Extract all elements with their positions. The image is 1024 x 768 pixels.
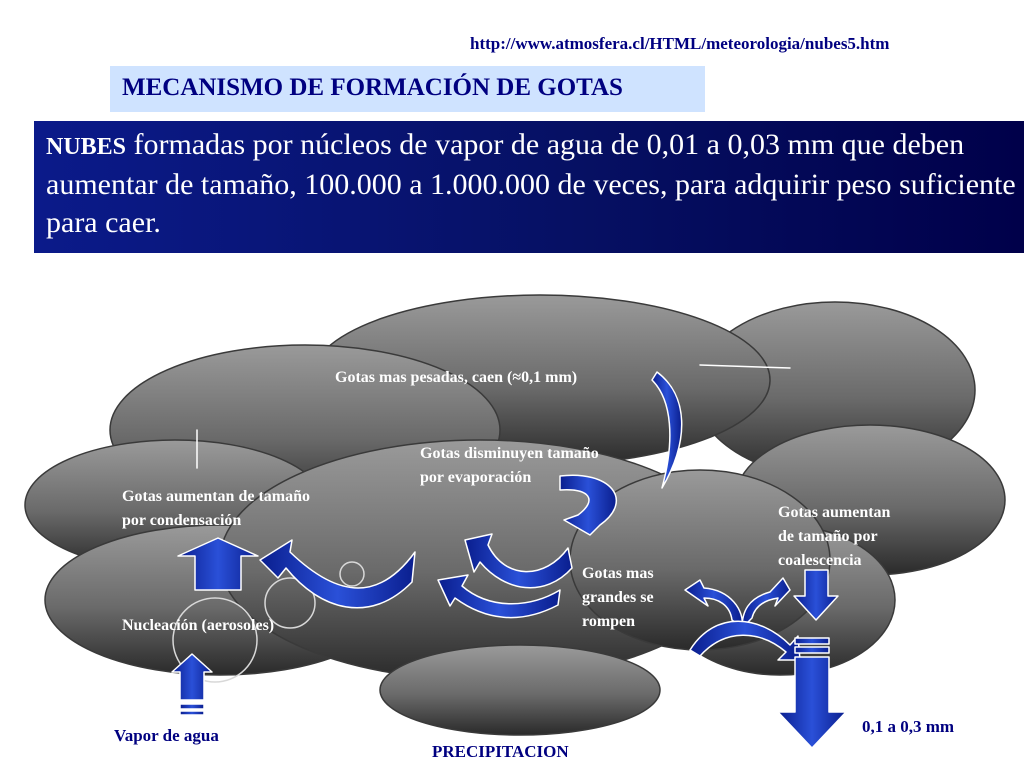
cloud-top-bent-arrow (699, 364, 791, 369)
intro-box (34, 121, 1024, 253)
title-box (110, 66, 705, 112)
evaporation-curved-arrow (559, 474, 618, 536)
precipitation-arrow-stripe (794, 646, 830, 654)
coalescence-arrow-right (741, 577, 791, 629)
break-up-label-line-1: Gotas mas (582, 565, 654, 582)
precipitation-arrow-stripe (794, 637, 830, 645)
precipitation-label: PRECIPITACION (432, 742, 569, 761)
source-url[interactable]: http://www.atmosfera.cl/HTML/meteorologi… (470, 34, 890, 53)
drop-swing-arrow (464, 533, 573, 589)
break-up-label-line-2: grandes se (582, 589, 654, 606)
break-up-label-line-3: rompen (582, 613, 636, 630)
intro-text: NUBES formadas por núcleos de vapor de a… (46, 126, 1016, 242)
intro-lead: NUBES (46, 134, 127, 160)
coalescence-label-line-1: Gotas aumentan (778, 504, 891, 521)
break-up-arrow-bottom (437, 574, 561, 619)
size-range-label: 0,1 a 0,3 mm (862, 717, 955, 736)
nucleation-label: Nucleación (aerosoles) (122, 617, 275, 634)
heavy-drops-curved-arrow (651, 371, 683, 489)
nucleation-up-arrow (177, 537, 259, 591)
droplet-circle (339, 561, 365, 587)
precipitation-down-arrow (777, 656, 847, 749)
water-vapor-label: Vapor de agua (114, 726, 219, 745)
evaporation-label-line-1: Gotas disminuyen tamaño (420, 445, 599, 462)
evaporation-label-line-2: por evaporación (420, 469, 532, 486)
heavy-drops-label: Gotas mas pesadas, caen (≈0,1 mm) (335, 369, 578, 386)
coalescence-down-arrow (793, 569, 839, 621)
coalescence-label-line-3: coalescencia (778, 552, 862, 569)
water-vapor-arrow (171, 653, 213, 701)
condensation-label-line-1: Gotas aumentan de tamaño (122, 488, 311, 505)
water-vapor-arrow-stripe (179, 710, 205, 716)
water-vapor-arrow-stripe (179, 703, 205, 710)
aerosol-circle (264, 577, 316, 629)
convergence-arrow-left (259, 539, 416, 609)
coalescence-label-line-2: de tamaño por (778, 528, 878, 545)
condensation-label-line-2: por condensación (122, 512, 242, 529)
aerosol-circle (172, 597, 258, 683)
slide-title: MECANISMO DE FORMACIÓN DE GOTAS (122, 74, 623, 101)
intro-body: formadas por núcleos de vapor de agua de… (46, 128, 1016, 239)
